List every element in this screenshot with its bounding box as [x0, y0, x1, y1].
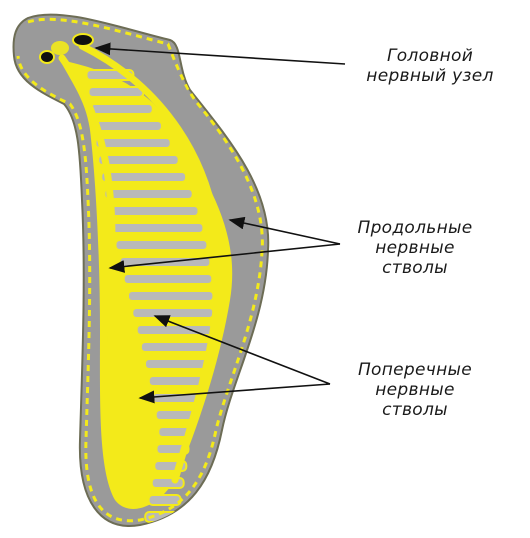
gut-segment-12 [124, 274, 213, 284]
label-head-ganglion-line1: Головной [335, 46, 525, 66]
gut-segment-17 [145, 359, 208, 369]
label-head-ganglion-line2: нервный узел [335, 66, 525, 86]
gut-segment-3 [93, 121, 162, 131]
label-transverse-line3: стволы [335, 400, 495, 420]
gut-segment-6 [101, 172, 186, 182]
gut-segment-1 [89, 87, 144, 97]
gut-segment-18 [149, 376, 205, 386]
right-eye [73, 34, 93, 46]
label-transverse-trunks: Поперечные нервные стволы [335, 360, 495, 420]
label-longitudinal-line2: нервные [335, 238, 495, 258]
gut-segment-5 [98, 155, 179, 165]
gut-segment-24 [152, 478, 184, 488]
gut-segment-7 [104, 189, 192, 199]
label-head-ganglion: Головной нервный узел [335, 46, 525, 86]
label-longitudinal-trunks: Продольные нервные стволы [335, 218, 495, 278]
gut-segment-16 [141, 342, 211, 352]
left-eye [40, 51, 54, 63]
label-longitudinal-line3: стволы [335, 258, 495, 278]
gut-segment-10 [116, 240, 208, 250]
gut-segment-4 [96, 138, 171, 148]
label-longitudinal-line1: Продольные [335, 218, 495, 238]
gut-segment-25 [149, 495, 181, 505]
head-ganglion-left [51, 41, 69, 55]
gut-segment-9 [112, 223, 204, 233]
label-transverse-line1: Поперечные [335, 360, 495, 380]
gut-segment-8 [108, 206, 199, 216]
gut-segment-2 [91, 104, 153, 114]
gut-segment-13 [128, 291, 213, 301]
label-transverse-line2: нервные [335, 380, 495, 400]
gut-segment-14 [132, 308, 213, 318]
